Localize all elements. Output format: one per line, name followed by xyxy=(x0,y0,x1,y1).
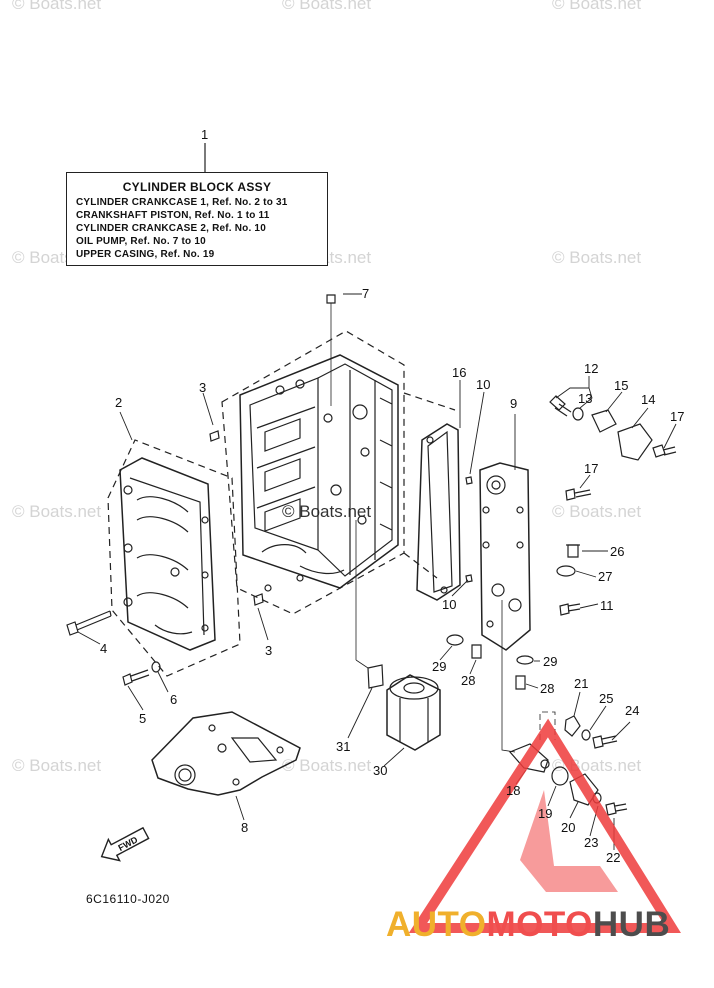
brand-wordmark: AUTOMOTOHUB xyxy=(386,905,670,945)
callout-19: 19 xyxy=(538,806,553,821)
callout-17: 17 xyxy=(584,461,599,476)
callout-9: 9 xyxy=(510,396,518,411)
watermark: © Boats.net xyxy=(282,502,372,521)
callout-18: 18 xyxy=(506,783,521,798)
legend-line: CYLINDER CRANKCASE 1, Ref. No. 2 to 31 xyxy=(76,197,288,208)
brand-logo-icon xyxy=(408,718,681,933)
callout-25: 25 xyxy=(599,691,614,706)
callout-1: 1 xyxy=(201,127,209,142)
callout-12: 12 xyxy=(584,361,599,376)
callout-29: 29 xyxy=(543,654,558,669)
oil-pump xyxy=(479,462,531,651)
cover-plate xyxy=(151,711,301,796)
callout-15: 15 xyxy=(614,378,629,393)
watermark: © Boats.net xyxy=(12,0,102,13)
callout-28: 28 xyxy=(540,681,555,696)
callout-3: 3 xyxy=(265,643,273,658)
callout-27: 27 xyxy=(598,569,613,584)
callout-4: 4 xyxy=(100,641,108,656)
callout-10: 10 xyxy=(476,377,491,392)
callout-8: 8 xyxy=(241,820,249,835)
callout-5: 5 xyxy=(139,711,147,726)
callout-29: 29 xyxy=(432,659,447,674)
watermark: © Boats.net xyxy=(552,502,642,521)
gasket xyxy=(416,423,461,601)
callout-7: 7 xyxy=(362,286,370,301)
legend-line: CRANKSHAFT PISTON, Ref. No. 1 to 11 xyxy=(76,210,270,221)
callout-14: 14 xyxy=(641,392,656,407)
callout-28: 28 xyxy=(461,673,476,688)
callout-16: 16 xyxy=(452,365,467,380)
legend-line: CYLINDER CRANKCASE 2, Ref. No. 10 xyxy=(76,223,266,234)
brand-part: MOTO xyxy=(486,905,593,944)
legend-title: CYLINDER BLOCK ASSY xyxy=(122,180,272,194)
callout-26: 26 xyxy=(610,544,625,559)
assembly-legend: CYLINDER BLOCK ASSY CYLINDER CRANKCASE 1… xyxy=(66,172,328,266)
brand-part: HUB xyxy=(592,905,671,944)
fwd-arrow-icon: FWD xyxy=(100,826,150,862)
callout-22: 22 xyxy=(606,850,621,865)
callout-21: 21 xyxy=(574,676,589,691)
watermark: © Boats.net xyxy=(552,248,642,267)
callout-31: 31 xyxy=(336,739,351,754)
oil-filter xyxy=(386,674,441,751)
callout-17: 17 xyxy=(670,409,685,424)
callout-30: 30 xyxy=(373,763,388,778)
callout-23: 23 xyxy=(584,835,599,850)
watermark: © Boats.net xyxy=(552,0,642,13)
bolt xyxy=(66,610,112,636)
callout-20: 20 xyxy=(561,820,576,835)
callout-11: 11 xyxy=(600,598,614,613)
callout-6: 6 xyxy=(170,692,178,707)
legend-line: OIL PUMP, Ref. No. 7 to 10 xyxy=(76,236,206,247)
callout-3: 3 xyxy=(199,380,207,395)
cylinder-block xyxy=(239,354,399,592)
callout-2: 2 xyxy=(115,395,123,410)
callout-24: 24 xyxy=(625,703,640,718)
callout-13: 13 xyxy=(578,391,593,406)
watermark: © Boats.net xyxy=(12,502,102,521)
watermark: © Boats.net xyxy=(12,756,102,775)
brand-part: AUTO xyxy=(386,905,487,944)
watermark: © Boats.net xyxy=(282,0,372,13)
diagram-code: 6C16110-J020 xyxy=(86,892,170,906)
callout-10: 10 xyxy=(442,597,457,612)
legend-line: UPPER CASING, Ref. No. 19 xyxy=(76,249,215,260)
watermark: © Boats.net xyxy=(282,756,372,775)
crankcase xyxy=(119,457,216,651)
